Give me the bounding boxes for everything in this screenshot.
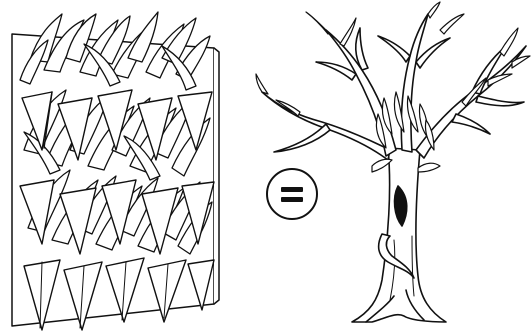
equals-bar-top <box>281 187 303 192</box>
planter-board-edge <box>214 48 219 304</box>
vertical-planter-panel <box>12 12 219 330</box>
tree-trunk <box>352 148 446 322</box>
equals-icon <box>266 168 318 220</box>
equals-bar-bottom <box>281 197 303 202</box>
tree <box>256 2 530 322</box>
